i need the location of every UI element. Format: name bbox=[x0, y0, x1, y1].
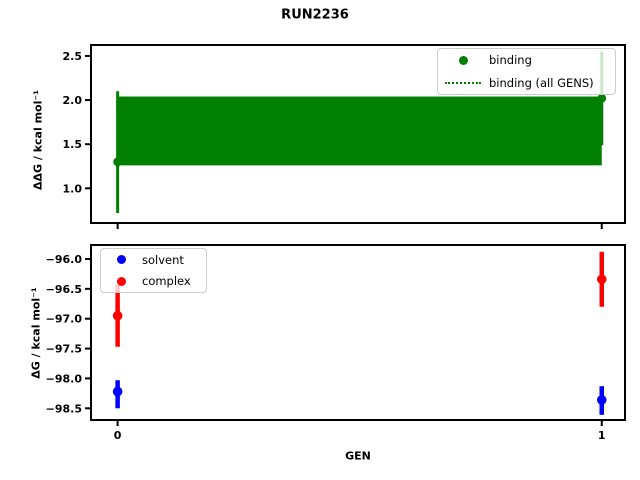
dg-plot-axes-border bbox=[90, 244, 626, 421]
legend-label-binding-all-gens: binding (all GENS) bbox=[489, 75, 594, 90]
legend-row-binding: binding bbox=[443, 50, 611, 70]
green-dotted-line-icon bbox=[445, 81, 481, 84]
y-tick-label: −96.0 bbox=[46, 253, 83, 266]
y-tick-label: −97.5 bbox=[46, 343, 82, 356]
red-dot-icon bbox=[116, 276, 126, 286]
binding-legend-marker-icon bbox=[443, 55, 483, 65]
complex-legend-marker-icon bbox=[106, 276, 136, 286]
blue-dot-icon bbox=[116, 255, 126, 265]
y-tick-label: −98.5 bbox=[46, 402, 82, 415]
binding-plot-axes-border bbox=[90, 44, 626, 224]
solvent-marker bbox=[596, 395, 607, 405]
binding-marker bbox=[597, 93, 607, 103]
legend-label-solvent: solvent bbox=[142, 252, 184, 267]
binding-marker bbox=[113, 157, 123, 167]
y-tick-label: 1.0 bbox=[63, 182, 83, 195]
bottom-plot-legend: solvent complex bbox=[100, 248, 207, 293]
legend-label-binding: binding bbox=[489, 53, 532, 68]
legend-row-solvent: solvent bbox=[106, 250, 202, 270]
top-plot-legend: binding binding (all GENS) bbox=[437, 48, 616, 95]
complex-marker bbox=[112, 310, 123, 321]
solvent-legend-marker-icon bbox=[106, 255, 136, 265]
y-tick-label: −96.5 bbox=[46, 283, 82, 296]
figure-title: RUN2236 bbox=[281, 7, 349, 23]
y-tick-label: −97.0 bbox=[46, 313, 83, 326]
binding-all-gens-legend-marker-icon bbox=[443, 81, 483, 84]
x-tick-label: 0 bbox=[114, 429, 122, 442]
green-dot-icon bbox=[458, 55, 468, 65]
y-tick-label: −98.0 bbox=[46, 372, 83, 385]
x-axis-label: GEN bbox=[345, 449, 371, 463]
y-tick-label: 2.0 bbox=[63, 94, 83, 107]
legend-label-complex: complex bbox=[142, 274, 191, 289]
solvent-marker bbox=[112, 386, 123, 397]
x-tick-label: 1 bbox=[598, 429, 606, 442]
y-tick-label: 2.5 bbox=[63, 50, 83, 63]
legend-row-binding-all-gens: binding (all GENS) bbox=[443, 73, 611, 93]
complex-marker bbox=[596, 274, 607, 285]
y-tick-label: 1.5 bbox=[63, 138, 83, 151]
legend-row-complex: complex bbox=[106, 271, 202, 291]
